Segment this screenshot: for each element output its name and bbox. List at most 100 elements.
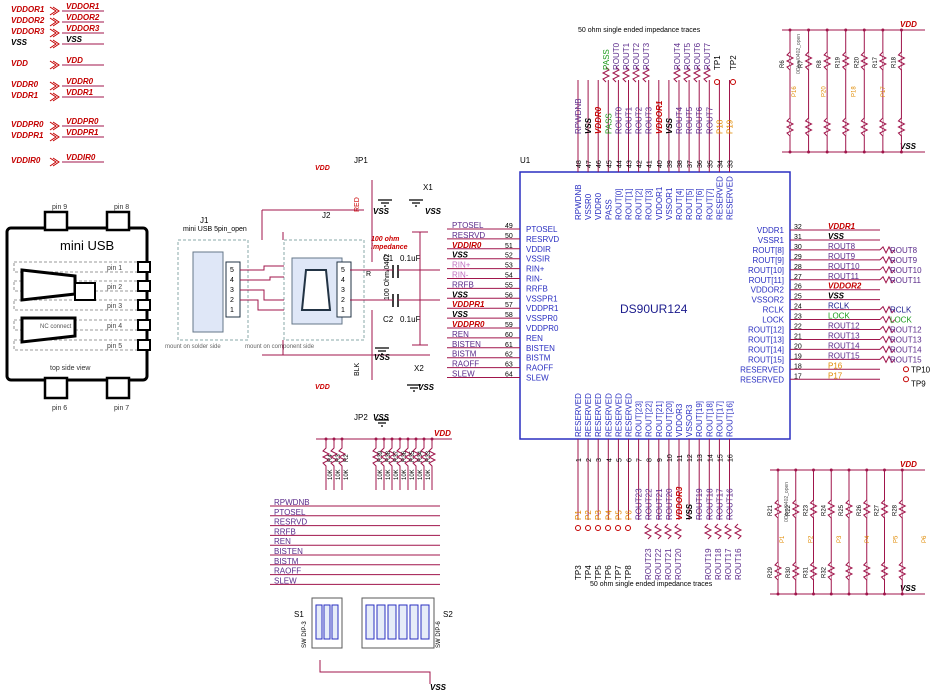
resistor-ref: R31 — [804, 566, 810, 578]
j1-ref: J1 — [200, 216, 209, 225]
u1-right-pin-name: VSSR1 — [758, 236, 785, 245]
testpoint-icon — [714, 79, 720, 85]
u1-right-pin-name: VDDOR2 — [751, 286, 785, 295]
pullup-value: 10K — [394, 469, 400, 480]
usb-title: mini USB — [60, 238, 114, 253]
termination-wire — [412, 231, 428, 346]
u1-bottom-net-label: ROUT20 — [665, 488, 674, 520]
u1-right-pin-number: 28 — [794, 264, 802, 271]
s2-type: SW DIP-6 — [436, 621, 442, 648]
u1-top-net-label: PASS — [604, 113, 613, 134]
j1-pin-number: 2 — [230, 297, 234, 304]
s2-switch-lever[interactable] — [420, 604, 430, 640]
u1-bottom-output-label: ROUT22 — [654, 548, 663, 580]
u1-top-net-label: ROUT4 — [675, 106, 684, 134]
u1-left-net-label: BISTM — [452, 350, 477, 359]
j2-note: mount on component side — [245, 344, 315, 350]
resistor-ref: R28 — [892, 504, 898, 516]
pullup-value: 10K — [410, 469, 416, 480]
testpoint-icon — [615, 525, 621, 531]
legend-arrow-icon — [49, 6, 60, 16]
u1-bottom-pin-number: 16 — [728, 454, 735, 462]
u1-right-pin-name: VDDR1 — [757, 226, 785, 235]
c2-val: 0.1uF — [400, 315, 421, 324]
s1-switch-lever[interactable] — [323, 604, 331, 640]
u1-left-pin-name: VSSPR0 — [526, 314, 558, 323]
s1-type: SW DIP-3 — [302, 621, 308, 648]
u1-top-output-label: ROUT2 — [632, 42, 641, 70]
legend-arrow-icon — [49, 17, 60, 27]
resistor-icon — [897, 117, 906, 137]
s2-switch-lever[interactable] — [365, 604, 375, 640]
u1-right-pin-number: 18 — [794, 363, 802, 370]
u1-right-pin-number: 21 — [794, 333, 802, 340]
junction-dot — [900, 468, 904, 472]
u1-top-pin-number: 37 — [687, 160, 694, 168]
junction-dot — [865, 468, 869, 472]
j1-pin-number: 1 — [230, 307, 234, 314]
impedance-note-1: 100 ohm — [371, 236, 399, 243]
u1-left-net-label: VSS — [452, 310, 469, 319]
u1-name: DS90UR124 — [620, 302, 688, 316]
u1-bottom-net-label: ROUT16 — [726, 488, 735, 520]
u1-top-pin-number: 36 — [697, 160, 704, 168]
ground-icon — [378, 199, 392, 207]
resistor-icon — [773, 561, 783, 581]
pullup-resistor-icon — [379, 439, 389, 490]
u1-left-net-label: VSS — [452, 251, 469, 260]
output-resistor-icon — [713, 523, 723, 540]
u1-top-net-label: ROUT7 — [705, 106, 714, 134]
resistor-ref: R22 — [786, 504, 792, 516]
u1-right-output-label: ROUT12 — [890, 326, 922, 335]
j2-plug — [300, 269, 332, 311]
u1-left-net-label: PTOSEL — [452, 221, 484, 230]
s2-switch-lever[interactable] — [376, 604, 386, 640]
u1-top-output-label: ROUT4 — [673, 42, 682, 70]
j2-pin-number: 2 — [341, 297, 345, 304]
u1-top-pin-name: RESERVED — [726, 176, 735, 220]
resistor-ref: R32 — [821, 566, 827, 578]
resistor-icon — [804, 51, 813, 71]
s1-switch-lever[interactable] — [331, 604, 339, 640]
u1-left-pin-name: RESRVD — [526, 235, 559, 244]
j2-pinblock — [336, 261, 352, 318]
output-resistor-icon — [879, 355, 896, 364]
switch-net-label: RRFB — [274, 527, 296, 536]
junction-dot — [899, 150, 903, 154]
junction-dot — [829, 468, 833, 472]
pullup-ref: R36 — [402, 450, 408, 462]
u1-right-pin-name: ROUT[10] — [748, 266, 784, 275]
cap-wires — [350, 180, 440, 380]
u1-right-net-label: ROUT8 — [828, 242, 856, 251]
legend-label-right: VDDPR1 — [66, 128, 99, 137]
legend-label-left: VDDOR2 — [11, 16, 45, 25]
s2-switch-lever[interactable] — [387, 604, 397, 640]
u1-bottom-net-label: P6 — [625, 510, 634, 520]
resistor-icon — [773, 499, 783, 519]
jp1-ref: JP1 — [354, 156, 368, 165]
u1-top-output-label: PASS — [602, 49, 611, 70]
resistor-icon — [860, 51, 869, 71]
u1-bottom-net-label: ROUT22 — [645, 488, 654, 520]
u1-bottom-pin-name: ROUT[17] — [715, 401, 724, 437]
u1-right-net-label: ROUT12 — [828, 322, 860, 331]
u1-bottom-pin-name: VSSOR3 — [685, 404, 694, 437]
u1-right-pin-name: ROUT[9] — [752, 256, 784, 265]
u1-right-pin-name: ROUT[14] — [748, 345, 784, 354]
u1-bottom-output-label: ROUT16 — [734, 548, 743, 580]
s1-switch-lever[interactable] — [315, 604, 323, 640]
switch-vss-label: VSS — [430, 683, 447, 692]
resistor-icon — [841, 117, 850, 137]
u1-left-pin-number: 60 — [505, 332, 513, 339]
u1-left-pin-number: 52 — [505, 253, 513, 260]
resistor-icon — [862, 499, 871, 519]
pullup-ref: R38 — [386, 450, 392, 462]
usb-pin6-label: pin 6 — [52, 405, 67, 412]
s2-switch-lever[interactable] — [398, 604, 408, 640]
usb-pin-label: pin 2 — [107, 284, 122, 291]
usb-tab — [43, 376, 69, 400]
u1-bottom-net-label: ROUT23 — [635, 488, 644, 520]
s2-switch-lever[interactable] — [409, 604, 419, 640]
